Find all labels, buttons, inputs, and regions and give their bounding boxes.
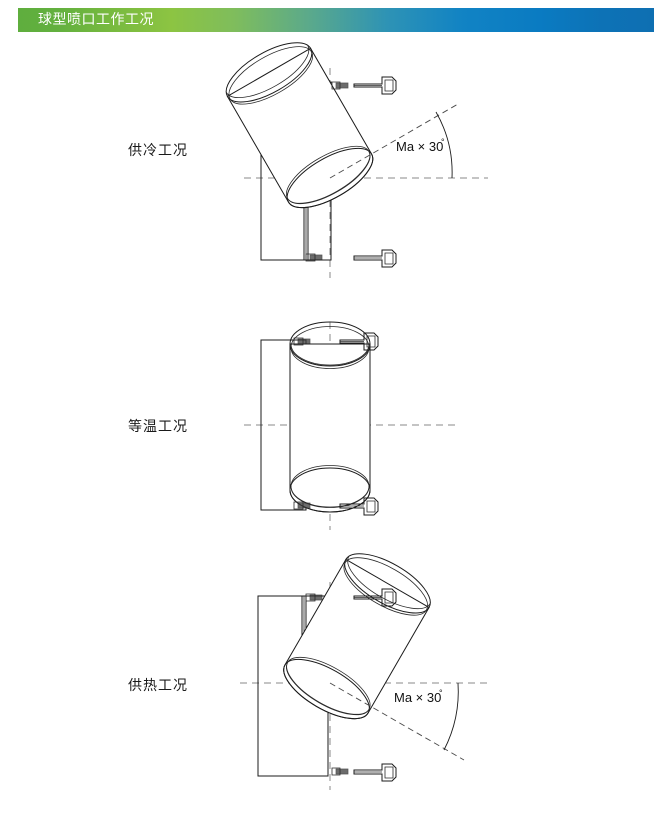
angle-label-heating: Ma × 30 (394, 690, 441, 705)
mounting-bracket-top (293, 332, 379, 351)
angle-degree-symbol-heating: ° (439, 688, 443, 698)
mounting-bracket-bottom (305, 249, 397, 268)
mounting-bracket-top (305, 588, 397, 607)
nozzle-body (225, 42, 374, 209)
nozzle-body (289, 321, 371, 513)
page-title: 球型喷口工作工况 (38, 12, 154, 28)
nozzle-diagram-cooling: Ma × 30 ° (225, 42, 496, 290)
row-label-heating: 供热工况 (128, 678, 188, 694)
angle-annotation-heating: Ma × 30 ° (329, 682, 465, 761)
mounting-bracket-bottom (293, 497, 379, 516)
angle-annotation-cooling: Ma × 30 ° (329, 103, 459, 179)
angle-degree-symbol-cooling: ° (441, 137, 445, 147)
wall-plate (303, 198, 309, 260)
nozzle-diagram-isothermal (236, 318, 496, 548)
mounting-bracket-top (331, 76, 397, 95)
row-label-isothermal: 等温工况 (128, 419, 188, 435)
diagram-row-cooling: 供冷工况 (0, 42, 666, 290)
mounting-bracket-bottom (331, 763, 397, 782)
angle-label-cooling: Ma × 30 (396, 139, 443, 154)
nozzle-diagram-heating: Ma × 30 ° (236, 553, 496, 808)
diagram-row-isothermal: 等温工况 (0, 318, 666, 533)
diagram-row-heating: 供热工况 (0, 553, 666, 798)
row-label-cooling: 供冷工况 (128, 143, 188, 159)
page-header-bar: 球型喷口工作工况 (18, 8, 654, 32)
